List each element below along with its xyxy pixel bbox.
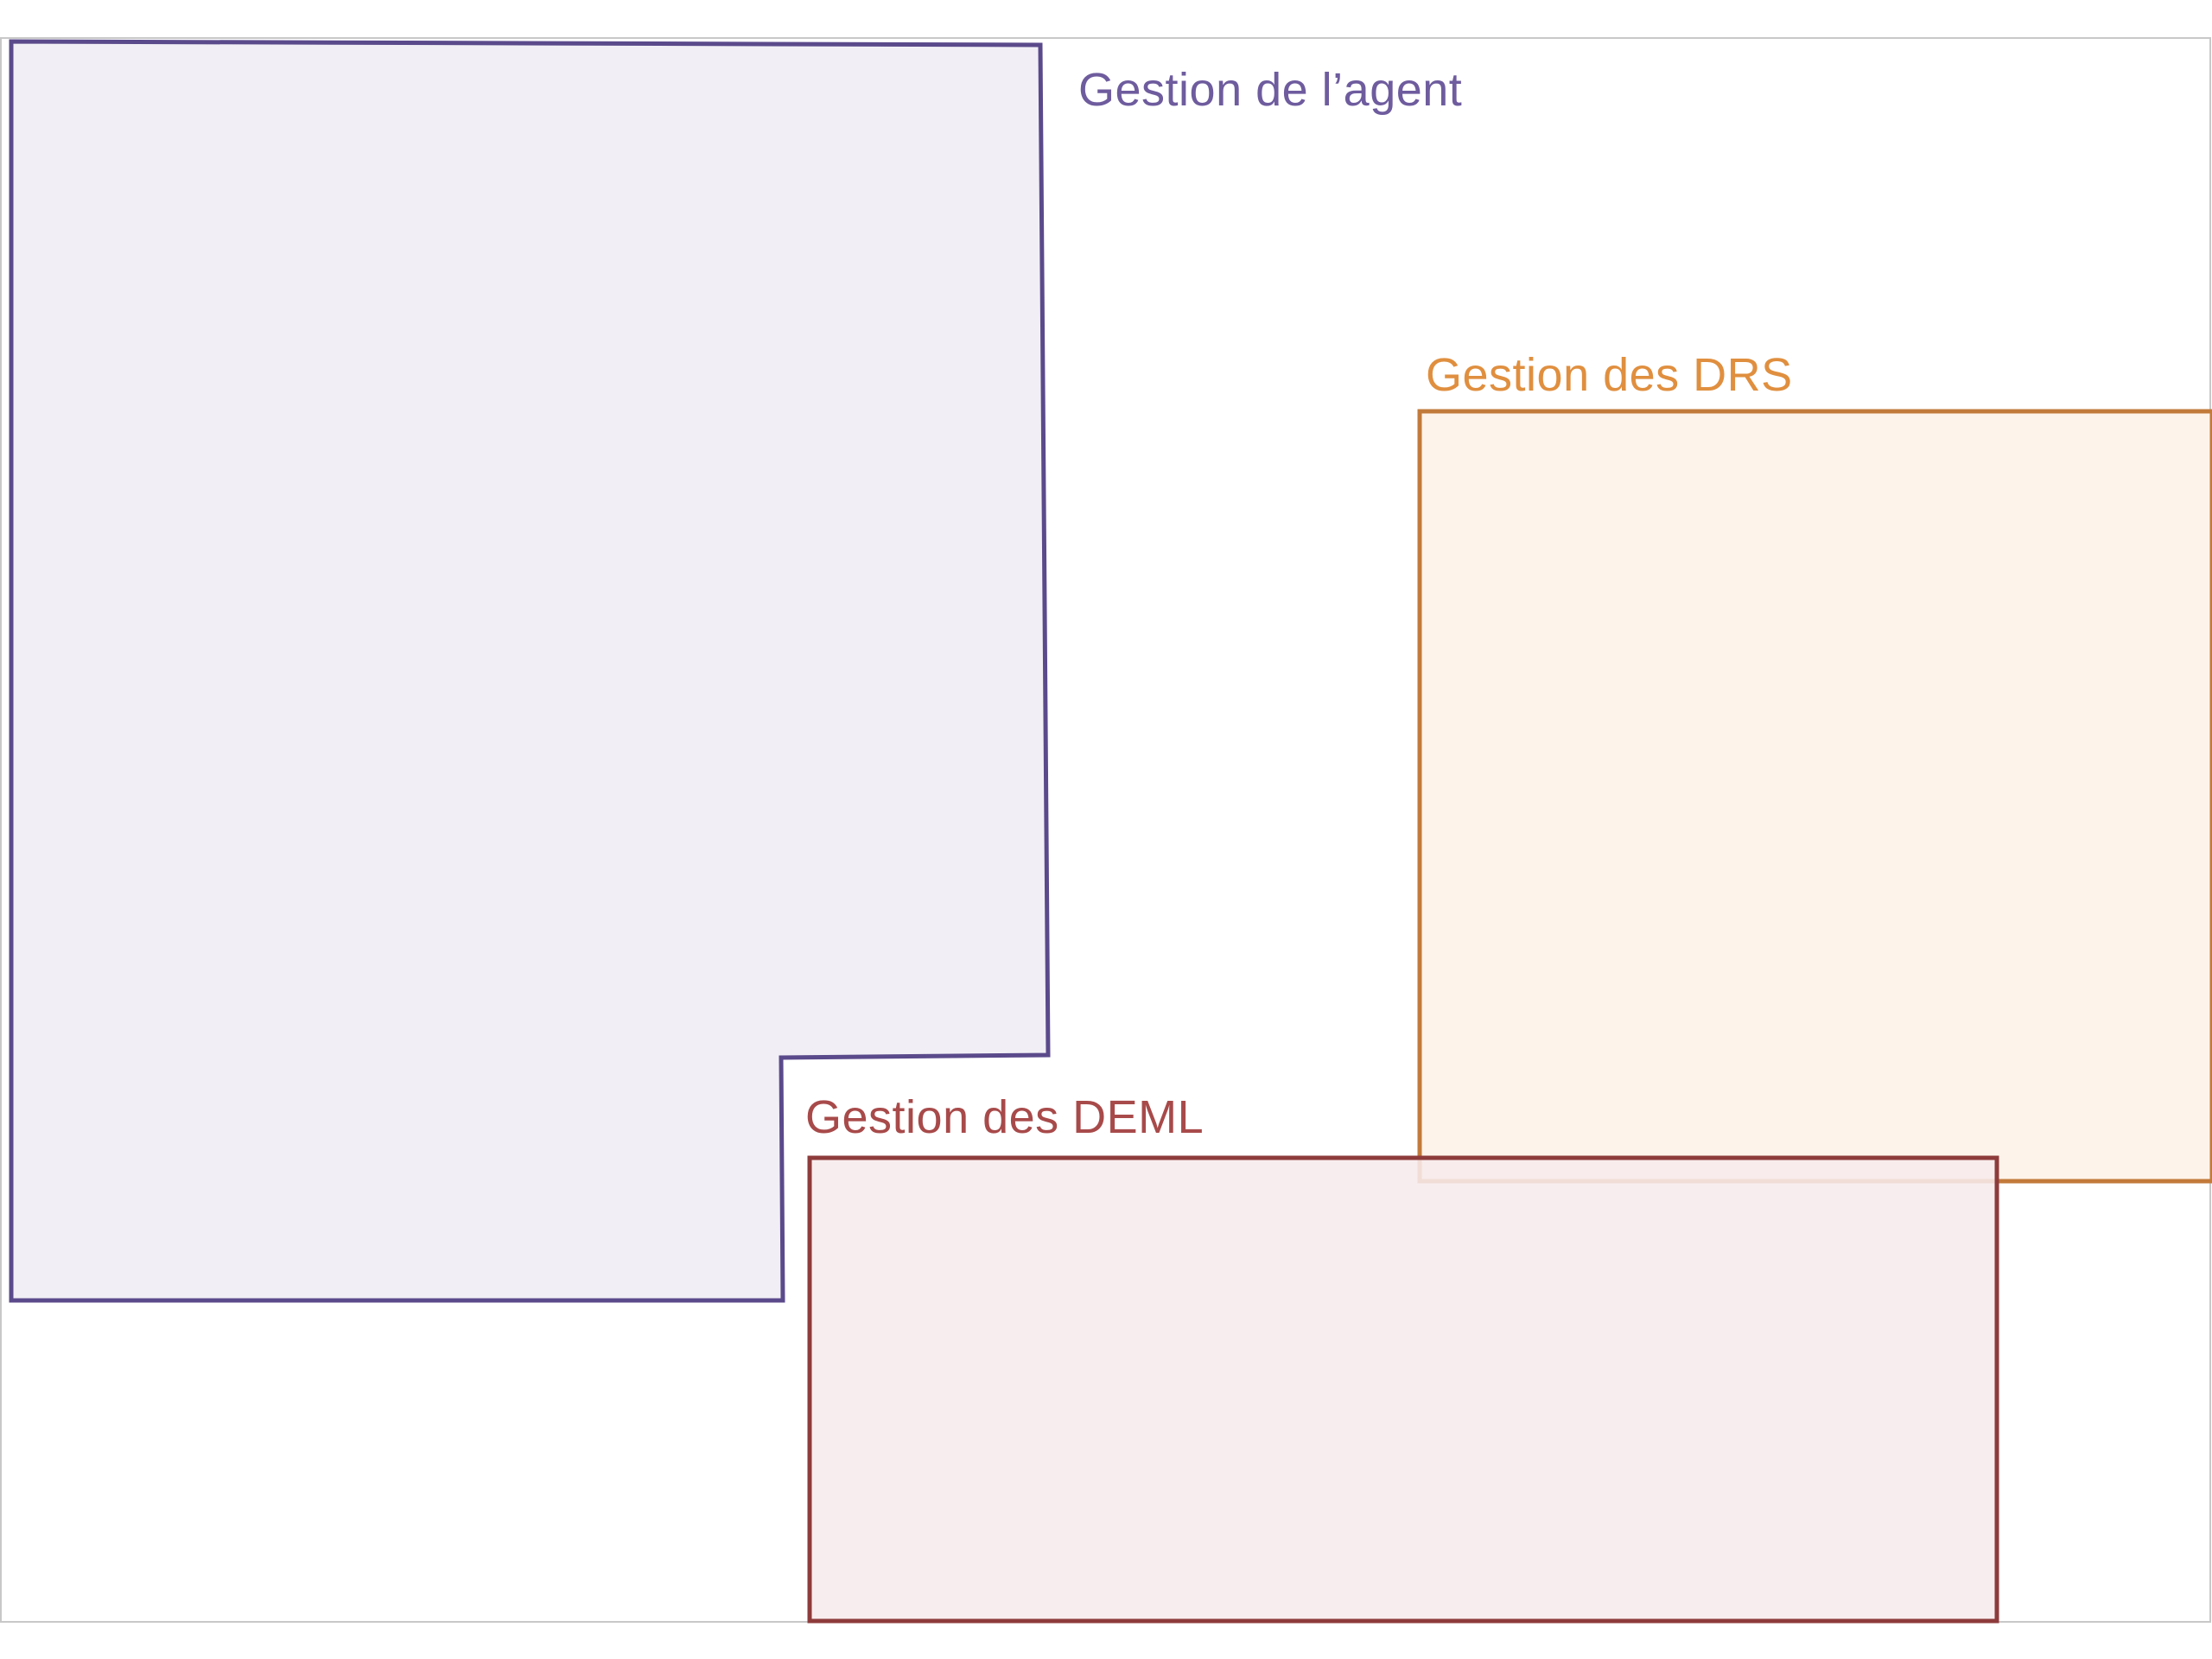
drs-management-region: [1417, 409, 2212, 1184]
agent-management-region: [9, 39, 1051, 1303]
deml-management-region: [807, 1155, 1999, 1624]
deml-management-label: Gestion des DEML: [805, 1091, 1204, 1143]
drs-management-label: Gestion des DRS: [1426, 349, 1793, 401]
agent-management-label: Gestion de l’agent: [1078, 64, 1462, 116]
